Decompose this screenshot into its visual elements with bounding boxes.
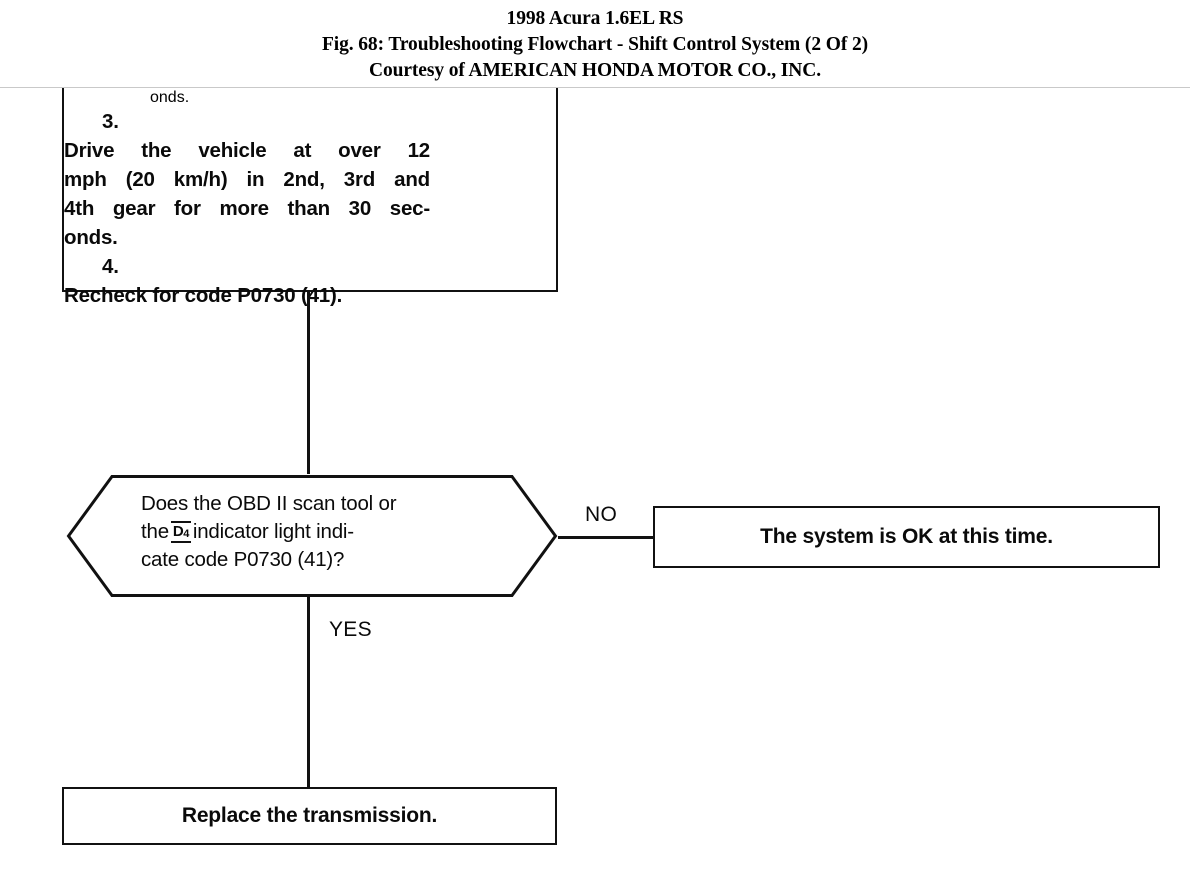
branch-label-yes: YES [329, 618, 372, 641]
flow-node-terminal-replace-transmission: Replace the transmission. [62, 787, 557, 845]
connector-decision-no [558, 536, 655, 539]
step-body-3: Drive the vehicle at over 12 mph (20 km/… [64, 110, 556, 252]
flow-node-process-steps: onds. 3. Drive the vehicle at over 12 mp… [62, 88, 558, 307]
step-4-line-1: Recheck for code P0730 (41). [64, 284, 343, 307]
header-courtesy: Courtesy of AMERICAN HONDA MOTOR CO., IN… [368, 60, 822, 81]
header-title-figure: Fig. 68: Troubleshooting Flowchart - Shi… [321, 34, 869, 55]
step-3-line-3: 4th gear for more than 30 sec- [64, 197, 430, 220]
decision-line-2-prefix: the [141, 520, 169, 543]
step-continued-text: onds. [150, 89, 190, 106]
connector-process-to-decision [307, 290, 310, 476]
step-3-line-2: mph (20 km/h) in 2nd, 3rd and [64, 168, 430, 191]
step-body-4: Recheck for code P0730 (41). [64, 255, 556, 310]
header-divider-rule [0, 87, 1190, 88]
connector-decision-yes [307, 596, 310, 788]
decision-line-2-suffix: indicator light indi- [192, 520, 354, 543]
step-number-3: 3. [102, 110, 119, 133]
step-number-4: 4. [102, 255, 119, 278]
branch-label-no: NO [585, 503, 618, 526]
flow-node-terminal-system-ok: The system is OK at this time. [653, 506, 1160, 568]
terminal-replace-transmission-text: Replace the transmission. [181, 804, 438, 827]
step-list: onds. 3. Drive the vehicle at over 12 mp… [64, 88, 556, 310]
step-item-4: 4. Recheck for code P0730 (41). [64, 252, 556, 310]
header-title-vehicle: 1998 Acura 1.6EL RS [506, 8, 684, 29]
step-3-line-4: onds. [64, 226, 118, 249]
decision-line-3: cate code P0730 (41)? [141, 548, 345, 571]
step-3-line-1: Drive the vehicle at over 12 [64, 139, 430, 162]
document-header: 1998 Acura 1.6EL RS Fig. 68: Troubleshoo… [0, 0, 1190, 87]
step-item-3: 3. Drive the vehicle at over 12 mph (20 … [64, 107, 556, 252]
terminal-system-ok-text: The system is OK at this time. [760, 525, 1053, 548]
decision-hexagon-shape [66, 475, 558, 597]
decision-line-1: Does the OBD II scan tool or [141, 492, 397, 515]
d4-indicator-letter: D [172, 523, 184, 540]
d4-indicator-subscript: 4 [183, 528, 189, 540]
d4-indicator-icon: D4 [170, 521, 191, 543]
